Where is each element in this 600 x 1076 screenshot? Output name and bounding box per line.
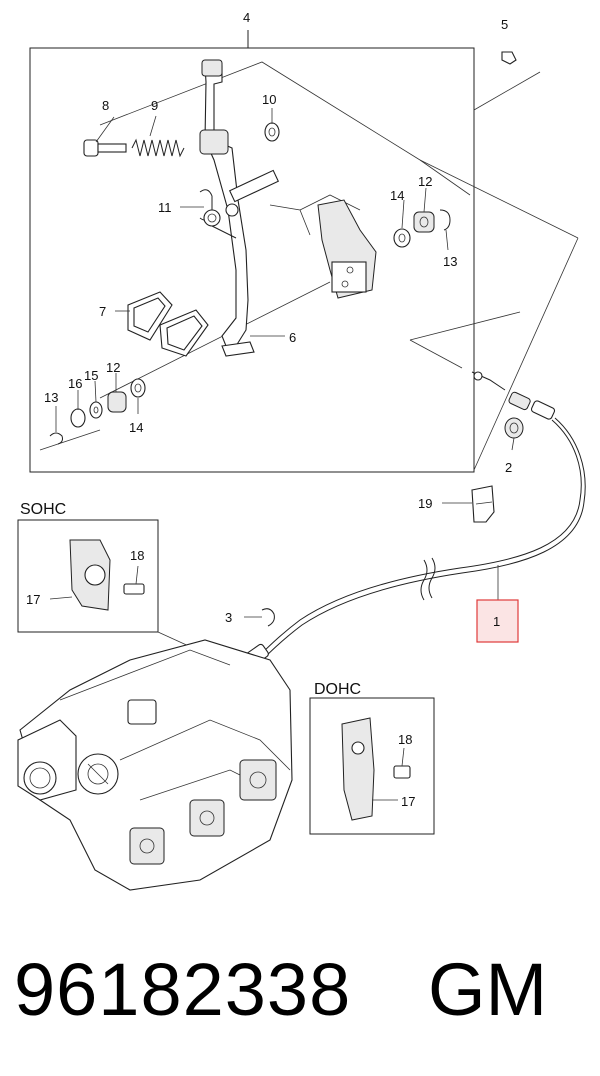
highlight-box [476,599,519,643]
label-18-dohc: 18 [398,732,412,747]
part-number: 96182338 [14,948,352,1031]
bush-part-12-right [413,211,435,233]
label-7: 7 [99,304,106,319]
label-14-right: 14 [390,188,404,203]
label-12-left: 12 [106,360,120,375]
sohc-heading: SOHC [20,501,66,518]
part-labels: 4 5 8 9 10 11 12 14 13 7 6 16 15 12 13 1… [26,10,512,809]
dohc-heading: DOHC [314,681,361,698]
dohc-inset [309,697,435,835]
nut-part-5 [501,51,517,65]
label-3: 3 [225,610,232,625]
label-12-right: 12 [418,174,432,189]
label-9: 9 [151,98,158,113]
label-17-sohc: 17 [26,592,40,607]
intake-manifold [17,639,293,891]
label-4: 4 [243,10,250,25]
label-17-dohc: 17 [401,794,415,809]
pedal-pad-part-7 [127,291,209,357]
label-6: 6 [289,330,296,345]
label-1: 1 [493,614,500,629]
grommet-part-2 [504,417,524,439]
washer-part-14-right [393,228,411,248]
spring-part-9 [131,138,185,158]
return-spring-part-11 [199,189,237,239]
label-19: 19 [418,496,432,511]
bolt-part-8 [83,139,127,157]
label-5: 5 [501,17,508,32]
label-2: 2 [505,460,512,475]
pedal-bracket [317,199,377,299]
sohc-inset [17,519,273,685]
parts-diagram: 4 5 8 9 10 11 12 14 13 7 6 16 15 12 13 1… [17,10,586,891]
pivot-shaft [225,169,280,217]
label-8: 8 [102,98,109,113]
label-13-left: 13 [44,390,58,405]
label-10: 10 [262,92,276,107]
highlight-part-1: 1 [476,599,519,643]
label-13-right: 13 [443,254,457,269]
label-14-left: 14 [129,420,143,435]
footer: 96182338 GM [0,940,600,1040]
clip-part-3 [261,608,275,627]
label-11: 11 [158,200,172,215]
small-parts-left [49,378,146,445]
pedal-assembly-frame [29,30,475,473]
clip-part-13-right [439,209,451,231]
label-18-sohc: 18 [130,548,144,563]
clip-part-19 [471,485,495,523]
brand-name: GM [428,948,548,1031]
label-16: 16 [68,376,82,391]
bush-part-10 [264,122,280,142]
label-15: 15 [84,368,98,383]
pedal-arm-part-4 [199,59,255,357]
leader-lines [55,108,521,618]
